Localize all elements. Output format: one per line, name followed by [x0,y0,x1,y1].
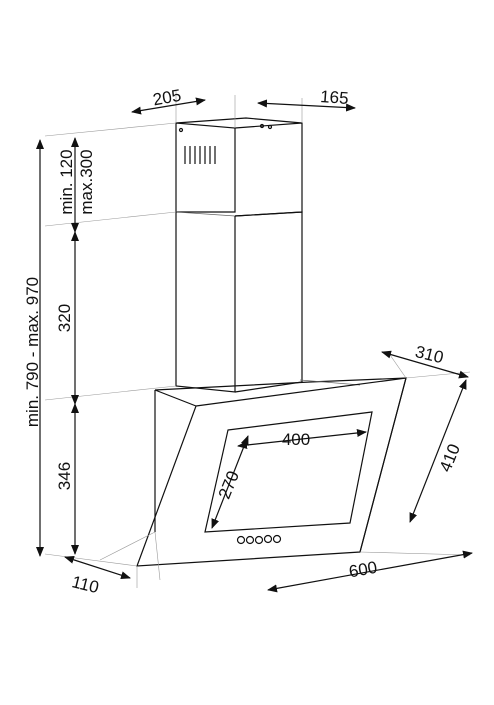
lower-chimney [175,211,303,393]
dimension-chimney-depth: 205 [131,86,206,115]
hood-drawing [136,117,407,567]
dim-label-320: 320 [55,304,74,332]
dim-label-total-height: min. 790 - max. 970 [23,277,42,427]
glass-canopy [136,377,407,567]
dim-label-165: 165 [320,87,350,108]
dim-label-270: 270 [215,468,243,501]
dimension-glass-height: 346 [55,403,79,555]
dimension-top-depth: 310 [381,342,469,379]
dimension-filter-height: 270 [211,435,249,529]
dim-label-600: 600 [347,558,378,582]
extension-lines [44,90,471,588]
dimension-total-height: min. 790 - max. 970 [23,139,44,557]
dim-label-310: 310 [413,342,445,367]
dim-label-110: 110 [70,572,101,597]
dimension-filter-width: 400 [237,429,367,449]
dim-label-min-120: min. 120 [57,149,76,214]
dimension-chimney-height: 320 [55,231,79,405]
dimension-chimney-width: 165 [257,87,356,112]
dim-label-205: 205 [151,86,182,110]
dim-label-400: 400 [282,430,310,449]
dim-label-max-300: max.300 [77,149,96,214]
upper-chimney [175,117,303,217]
dimension-glass-diagonal: 410 [409,379,467,523]
dimension-width: 600 [267,550,473,593]
control-buttons-icon [236,534,282,545]
dim-label-346: 346 [55,462,74,490]
dimension-chimney-extension: min. 120 max.300 [57,137,96,233]
dimension-bottom-depth: 110 [64,555,131,597]
vent-slots-icon [184,146,216,164]
